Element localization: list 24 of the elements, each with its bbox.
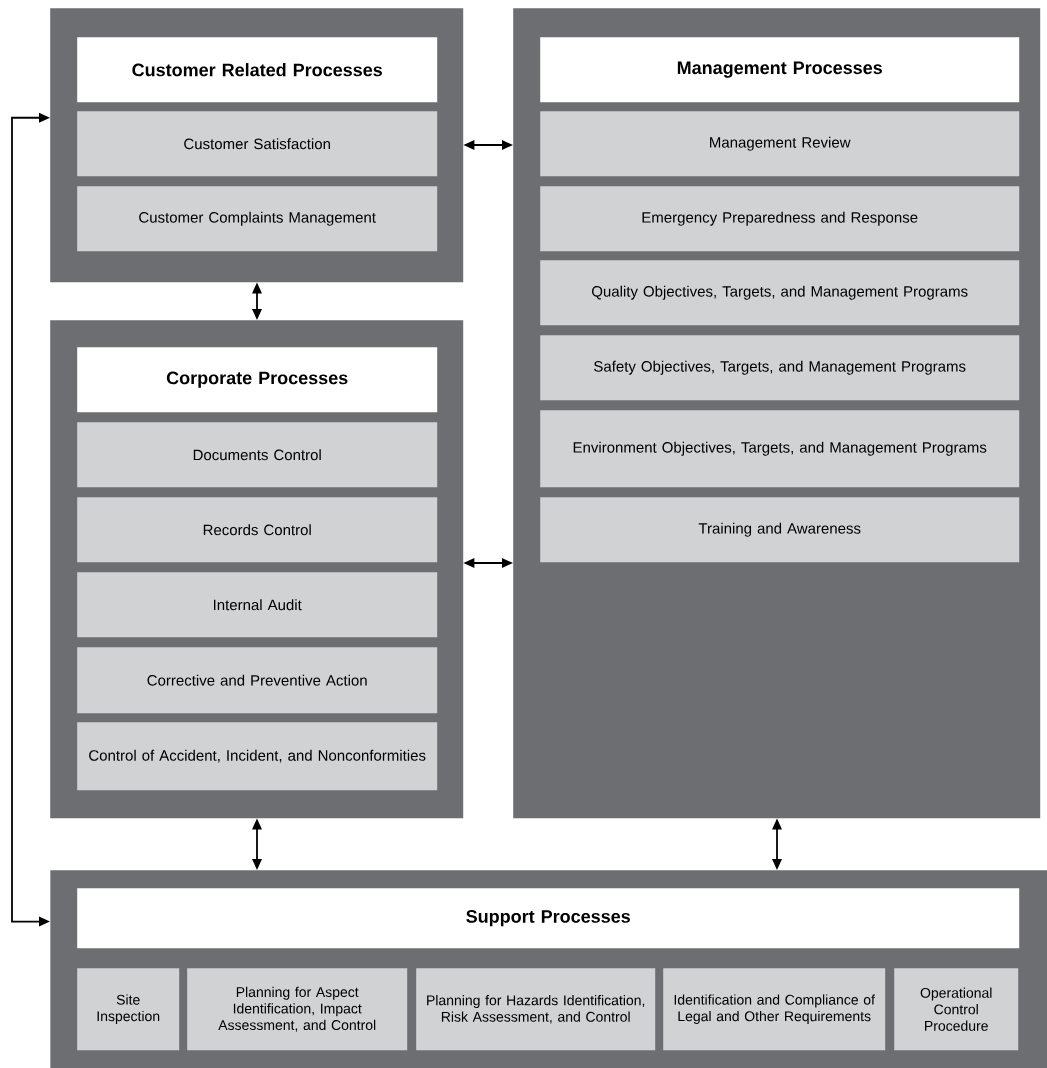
- process-box: Identification and Compliance of Legal and Other Requirements: [663, 968, 886, 1051]
- process-box: Documents Control: [77, 422, 438, 488]
- process-box: Internal Audit: [77, 572, 438, 638]
- process-box: Environment Objectives, Targets, and Management Programs: [540, 410, 1020, 488]
- process-box: Training and Awareness: [540, 497, 1020, 563]
- process-box: Customer Satisfaction: [77, 111, 438, 177]
- process-box: Records Control: [77, 497, 438, 563]
- process-box: Customer Complaints Management: [77, 186, 438, 252]
- process-box: Operational Control Procedure: [894, 968, 1019, 1051]
- arrow: [772, 818, 782, 870]
- process-box: Planning for Hazards Identification, Risk Assessment, and Control: [416, 968, 656, 1051]
- arrow: [252, 282, 262, 320]
- arrow: [463, 558, 513, 568]
- process-box: Site Inspection: [77, 968, 180, 1051]
- process-box: Control of Accident, Incident, and Nonconformities: [77, 722, 438, 791]
- process-box: Quality Objectives, Targets, and Management Programs: [540, 260, 1020, 326]
- arrow: [463, 140, 513, 150]
- process-box: Management Review: [540, 111, 1020, 177]
- process-box: Planning for Aspect Identification, Impact Assessment, and Control: [187, 968, 408, 1051]
- arrow: [252, 818, 262, 870]
- process-box: Corrective and Preventive Action: [77, 647, 438, 714]
- arrow: [11, 112, 50, 927]
- process-box: Emergency Preparedness and Response: [540, 186, 1020, 252]
- process-box: Safety Objectives, Targets, and Management Programs: [540, 335, 1020, 401]
